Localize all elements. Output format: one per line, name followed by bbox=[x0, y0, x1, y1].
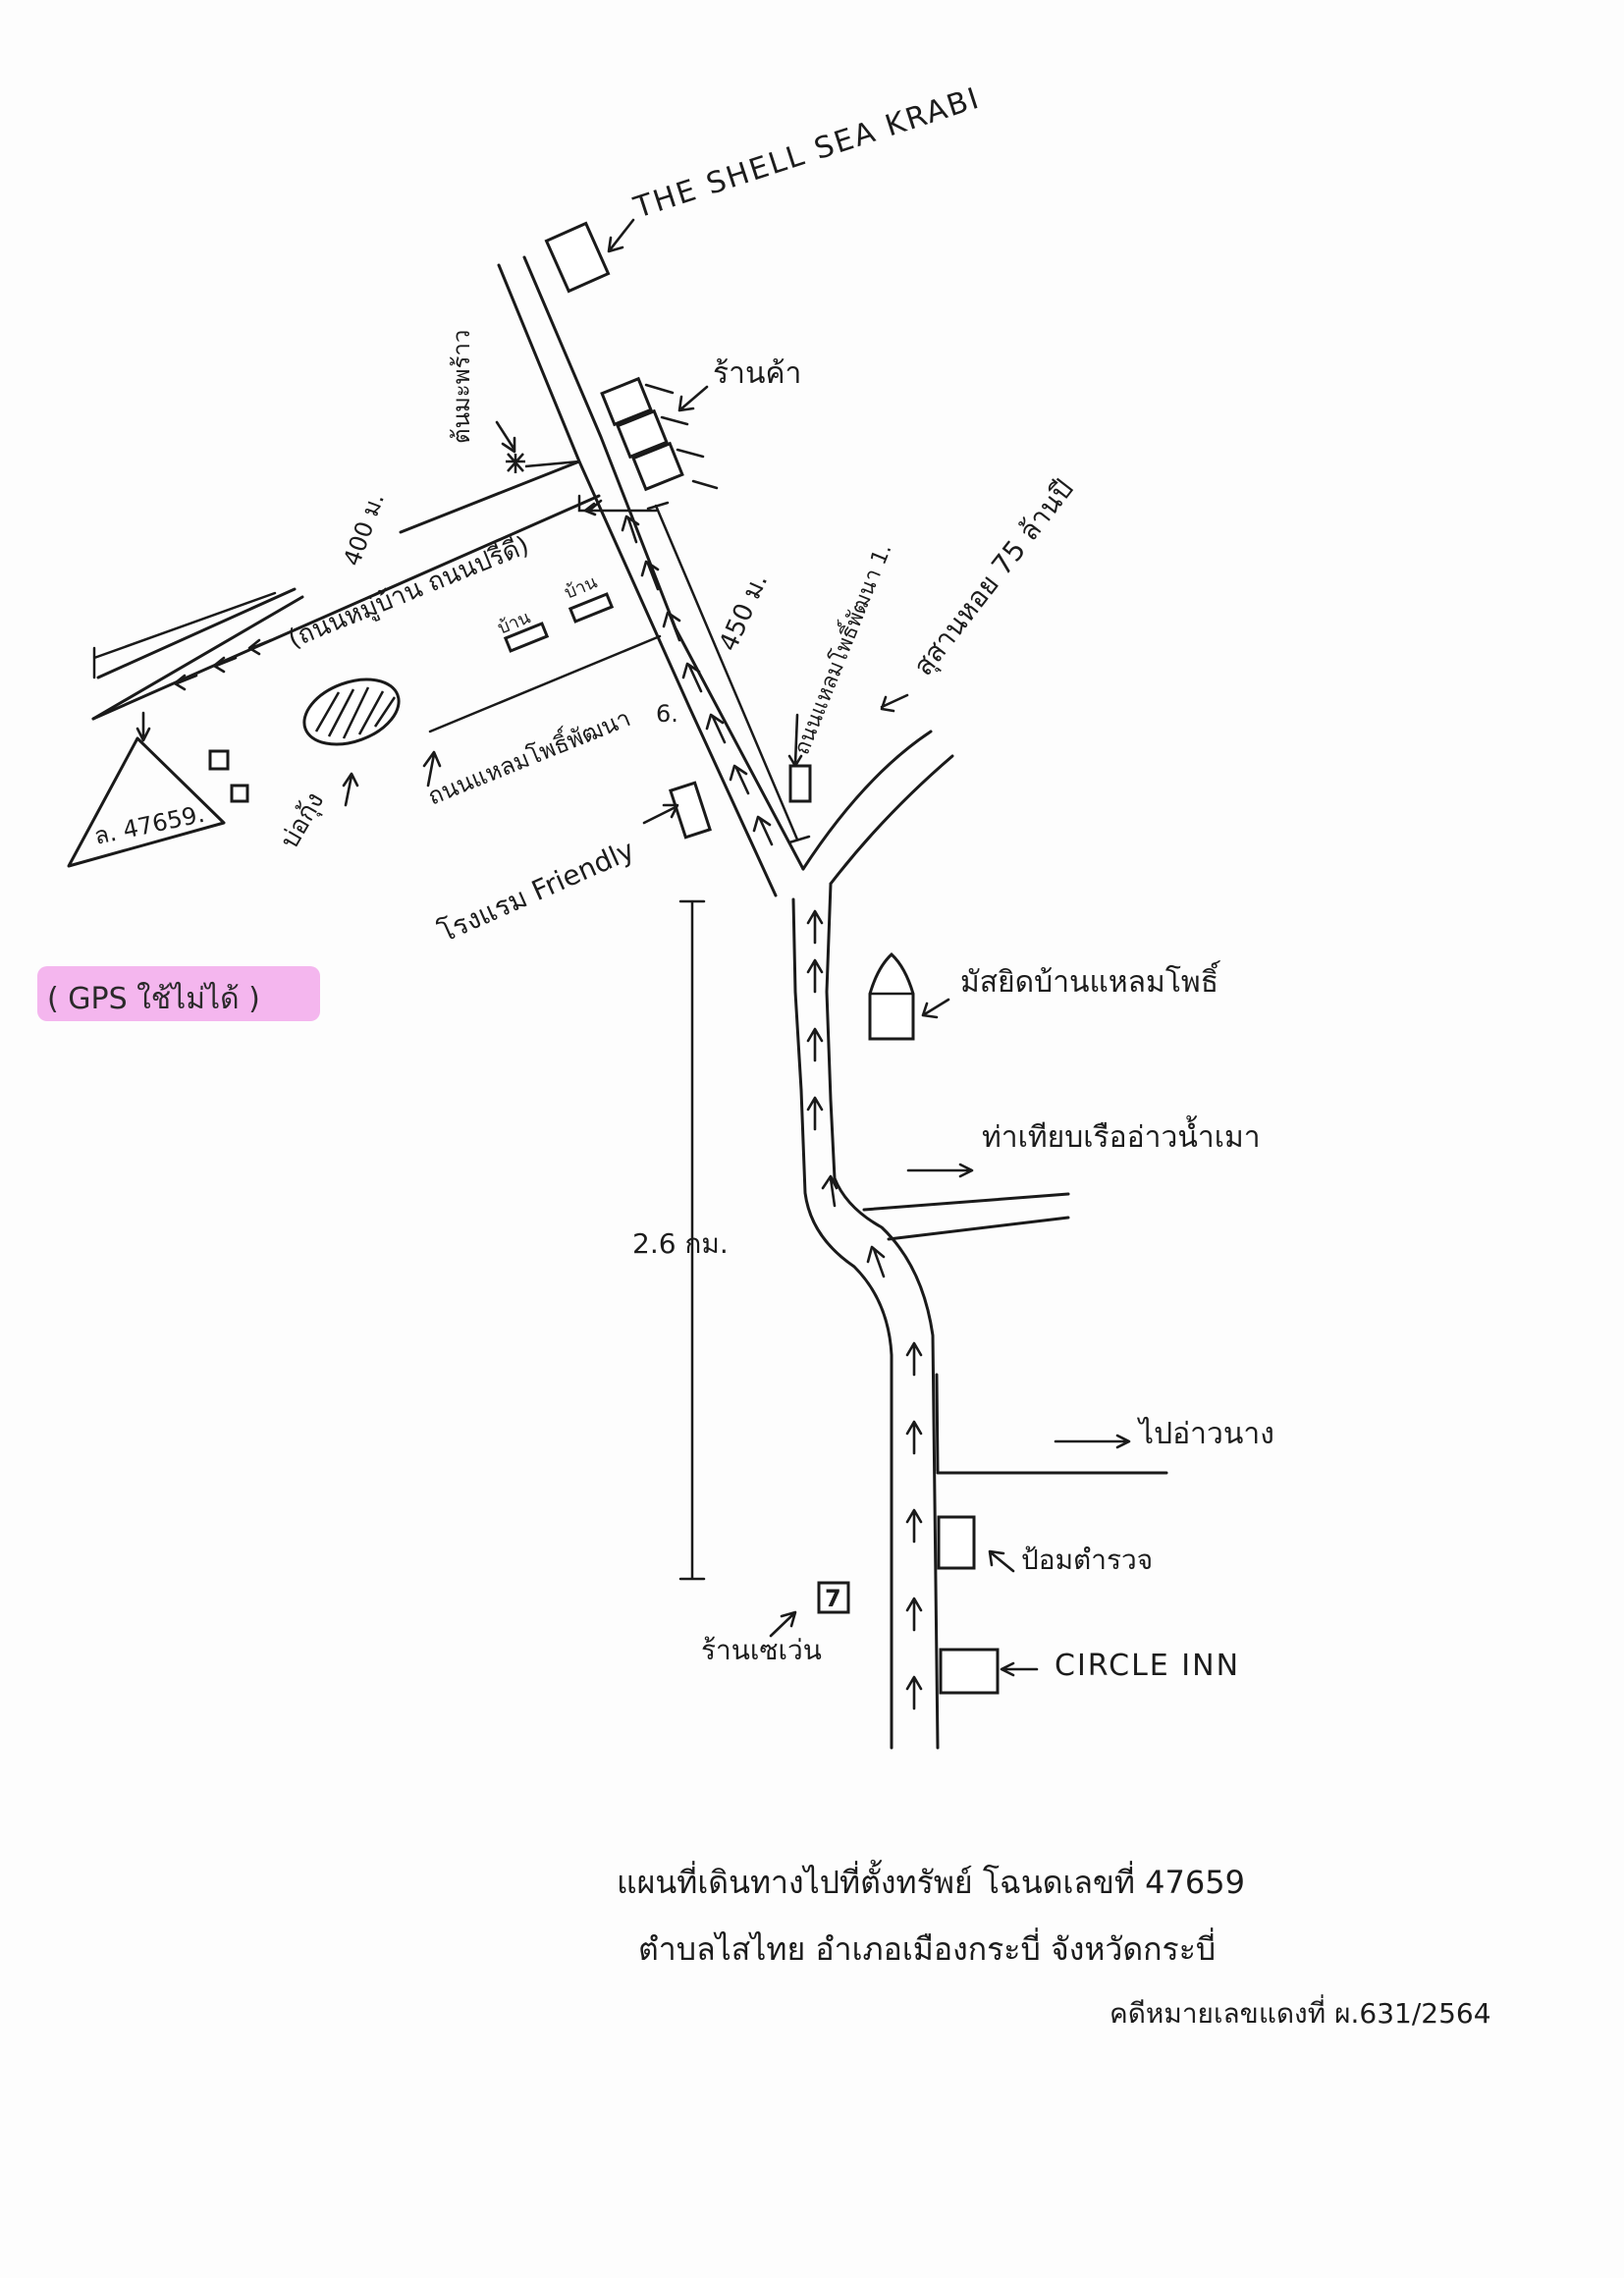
cemetery-road-upper bbox=[829, 754, 954, 886]
shop-row bbox=[600, 376, 719, 492]
pond-hatching bbox=[314, 686, 397, 739]
route-arrows bbox=[135, 499, 923, 1710]
pointer-arrows bbox=[342, 218, 1131, 1677]
label-soi-1: ถนนแหลมโพธิ์พัฒนา 1. bbox=[786, 539, 897, 759]
soi-road-box-left bbox=[577, 494, 658, 513]
caption-line-3: คดีหมายเลขแดงที่ ผ.631/2564 bbox=[1110, 1994, 1491, 2030]
seven-eleven-box bbox=[817, 1581, 850, 1614]
label-mosque: มัสยิดบ้านแหลมโพธิ์ bbox=[960, 960, 1221, 1000]
pier-road-lower bbox=[887, 1216, 1070, 1241]
friendly-hotel-building bbox=[669, 781, 712, 840]
ao-nang-road-upper bbox=[935, 1373, 940, 1473]
mosque-building bbox=[868, 951, 915, 1041]
shrimp-pond bbox=[302, 678, 401, 746]
label-6: 6. bbox=[656, 700, 678, 728]
label-police-box: ป้อมตำรวจ bbox=[1021, 1544, 1153, 1576]
lower-road-right-edge bbox=[825, 882, 940, 1750]
label-pond: บ่อกุ้ง bbox=[275, 787, 330, 853]
pier-road-upper bbox=[862, 1192, 1070, 1212]
label-shell-sea: THE SHELL SEA KRABI bbox=[629, 81, 985, 226]
dimension-2-6km bbox=[678, 899, 706, 1581]
coconut-tree-icon bbox=[506, 453, 580, 473]
label-ao-nang: ไปอ่าวนาง bbox=[1137, 1416, 1274, 1451]
cemetery-signpost bbox=[788, 764, 812, 803]
shell-sea-hotel-building bbox=[544, 221, 611, 294]
gps-note-highlight: ( GPS ใช้ไม่ได้ ) bbox=[37, 966, 320, 1021]
land-parcel-triangle bbox=[67, 736, 226, 868]
label-seven-eleven: 7 bbox=[825, 1585, 841, 1612]
house-1 bbox=[503, 622, 550, 653]
label-west-road: (ถนนหมู่บ้าน ถนนปรีดี) bbox=[284, 531, 533, 655]
west-road-outer bbox=[96, 587, 297, 679]
house-2 bbox=[568, 592, 615, 624]
gps-note-text: ( GPS ใช้ไม่ได้ ) bbox=[47, 982, 260, 1016]
label-cemetery: สุสานหอย 75 ล้านปี bbox=[907, 473, 1081, 682]
small-houses-left bbox=[208, 749, 249, 803]
label-400m: 400 ม. bbox=[338, 489, 390, 570]
label-shops: ร้านค้า bbox=[713, 356, 801, 391]
dimension-400m bbox=[92, 591, 277, 679]
label-coconut-tree: ต้นมะพร้าว bbox=[448, 330, 475, 444]
caption-line-2: ตำบลไสไทย อำเภอเมืองกระบี่ จังหวัดกระบี่ bbox=[638, 1927, 1216, 1968]
main-road-left-edge bbox=[497, 263, 778, 897]
dimension-450m bbox=[646, 501, 811, 844]
west-road-upper-edge bbox=[91, 460, 581, 721]
label-shop-711: ร้านเซเว่น bbox=[701, 1634, 822, 1666]
police-box bbox=[937, 1515, 976, 1570]
label-pier: ท่าเทียบเรืออ่าวน้ำเมา bbox=[982, 1115, 1261, 1155]
lower-road-left-edge bbox=[791, 897, 893, 1750]
soi-road-line bbox=[428, 634, 662, 733]
label-soi-2: ถนนแหลมโพธิ์พัฒนา bbox=[422, 701, 634, 811]
label-2-6km: 2.6 กม. bbox=[632, 1227, 729, 1260]
label-circle-inn: CIRCLE INN bbox=[1055, 1649, 1240, 1683]
label-friendly-hotel: โรงแรม Friendly bbox=[433, 834, 639, 949]
main-road-right-edge bbox=[522, 255, 805, 871]
caption-line-1: แผนที่เดินทางไปที่ตั้งทรัพย์ โฉนดเลขที่ … bbox=[617, 1860, 1245, 1901]
circle-inn-building bbox=[939, 1648, 1000, 1695]
label-450m: 450 ม. bbox=[714, 570, 774, 656]
cemetery-road-lower bbox=[801, 730, 933, 871]
